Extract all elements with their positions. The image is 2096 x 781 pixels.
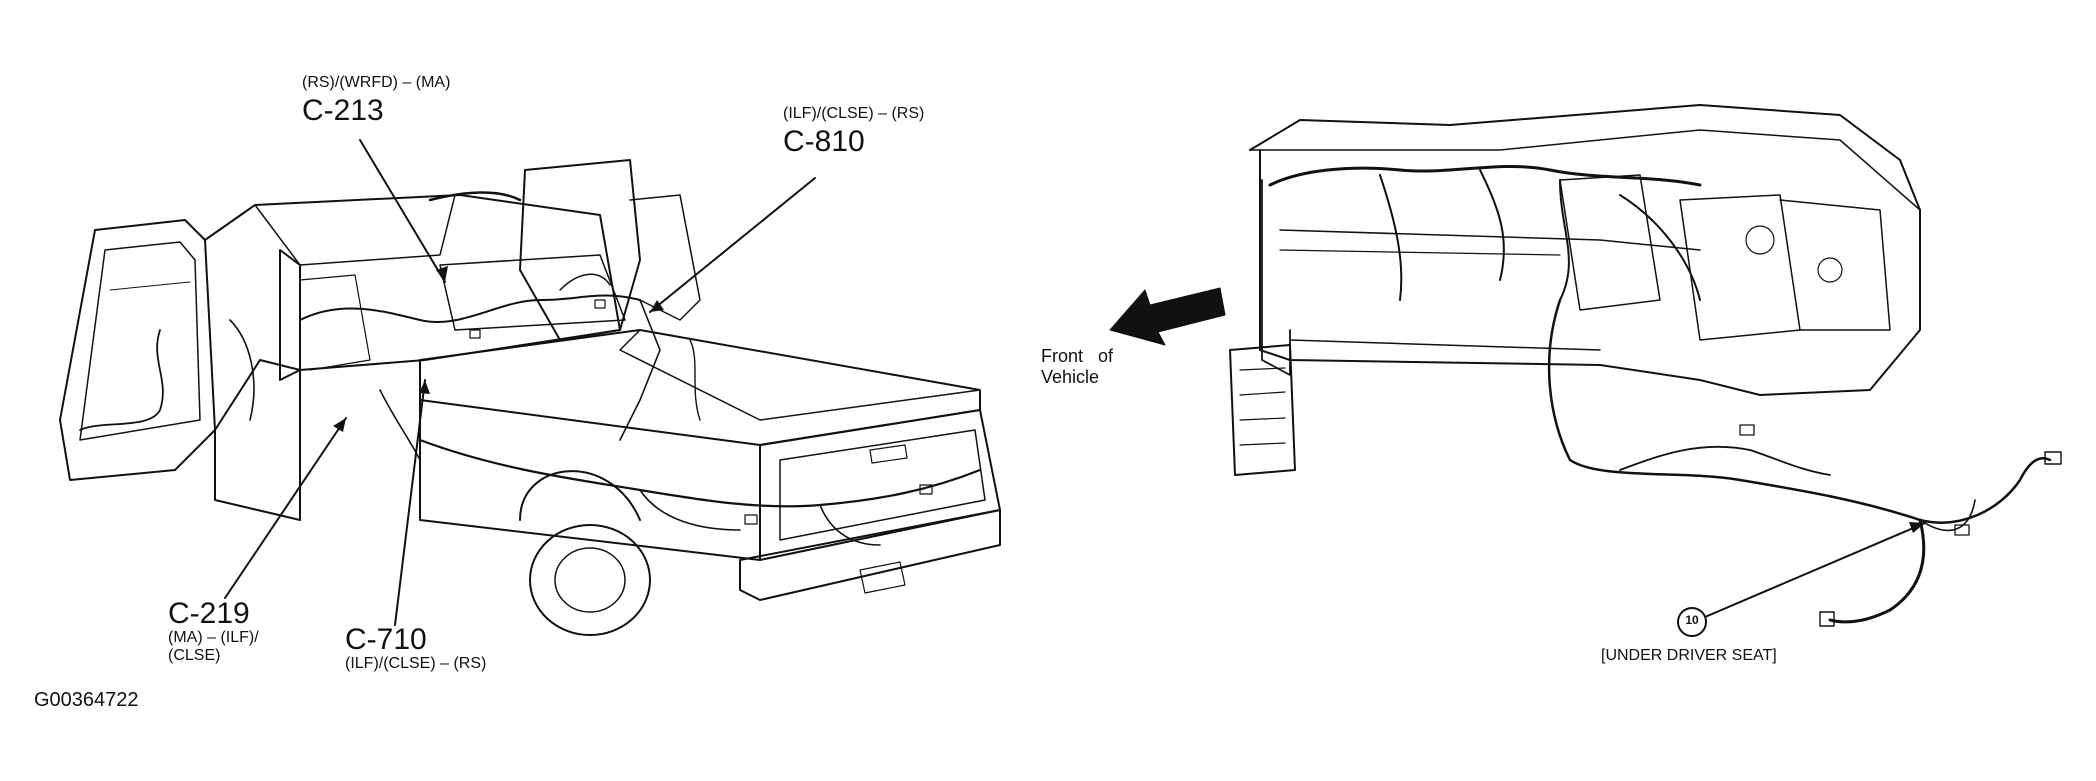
c219-description-line1: (MA) – (ILF)/ <box>168 629 259 646</box>
under-driver-seat-caption: [UNDER DRIVER SEAT] <box>1601 647 1777 664</box>
leader-c810 <box>649 177 816 313</box>
leader-c213 <box>359 139 446 283</box>
front-of-vehicle-label-line2: Vehicle <box>1041 367 1100 387</box>
c219-code: C-219 <box>168 597 250 630</box>
c213-code: C-213 <box>302 94 384 127</box>
c710-description: (ILF)/(CLSE) – (RS) <box>345 655 487 672</box>
instrument-panel-illustration <box>1229 104 2062 627</box>
c810-code: C-810 <box>783 125 865 158</box>
location-marker-number: 10 <box>1685 613 1699 627</box>
location-marker-circle <box>1677 607 1707 637</box>
c213-description: (RS)/(WRFD) – (MA) <box>302 74 451 91</box>
leader-c710 <box>394 379 426 626</box>
leader-item-10 <box>1704 522 1926 618</box>
c810-description: (ILF)/(CLSE) – (RS) <box>783 105 925 122</box>
front-of-vehicle-label-line1: Front of <box>1041 346 1114 366</box>
figure-id: G00364722 <box>34 689 139 711</box>
leader-lines-truck <box>224 139 816 626</box>
pickup-truck-illustration <box>59 159 1001 636</box>
leader-c219 <box>224 417 347 599</box>
front-of-vehicle-arrow <box>1109 287 1226 346</box>
c710-code: C-710 <box>345 623 427 656</box>
c219-description-line2: (CLSE) <box>168 647 221 664</box>
